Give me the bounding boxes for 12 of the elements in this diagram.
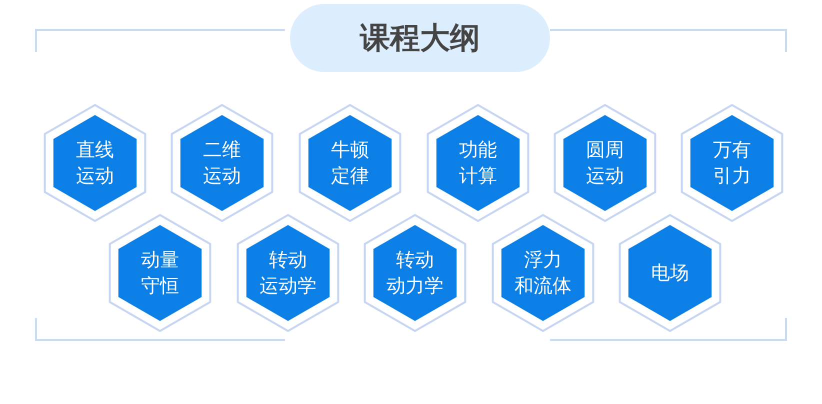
hexagon-label: 牛顿定律 (330, 138, 370, 189)
hexagon-label: 转动运动学 (258, 248, 318, 299)
hexagon-label: 二维运动 (202, 138, 242, 189)
hexagon-label: 电场 (650, 261, 690, 286)
hexagon-label: 浮力和流体 (514, 248, 572, 299)
title-pill: 课程大纲 (290, 4, 550, 72)
hexagon-label: 直线运动 (75, 138, 115, 189)
hexagon-label: 万有引力 (712, 138, 752, 189)
hexagon-label: 圆周运动 (585, 138, 625, 189)
hexagon-label: 动量守恒 (140, 248, 180, 299)
hexagon-label: 转动动力学 (386, 248, 444, 299)
hexagon-label: 功能计算 (458, 138, 498, 189)
